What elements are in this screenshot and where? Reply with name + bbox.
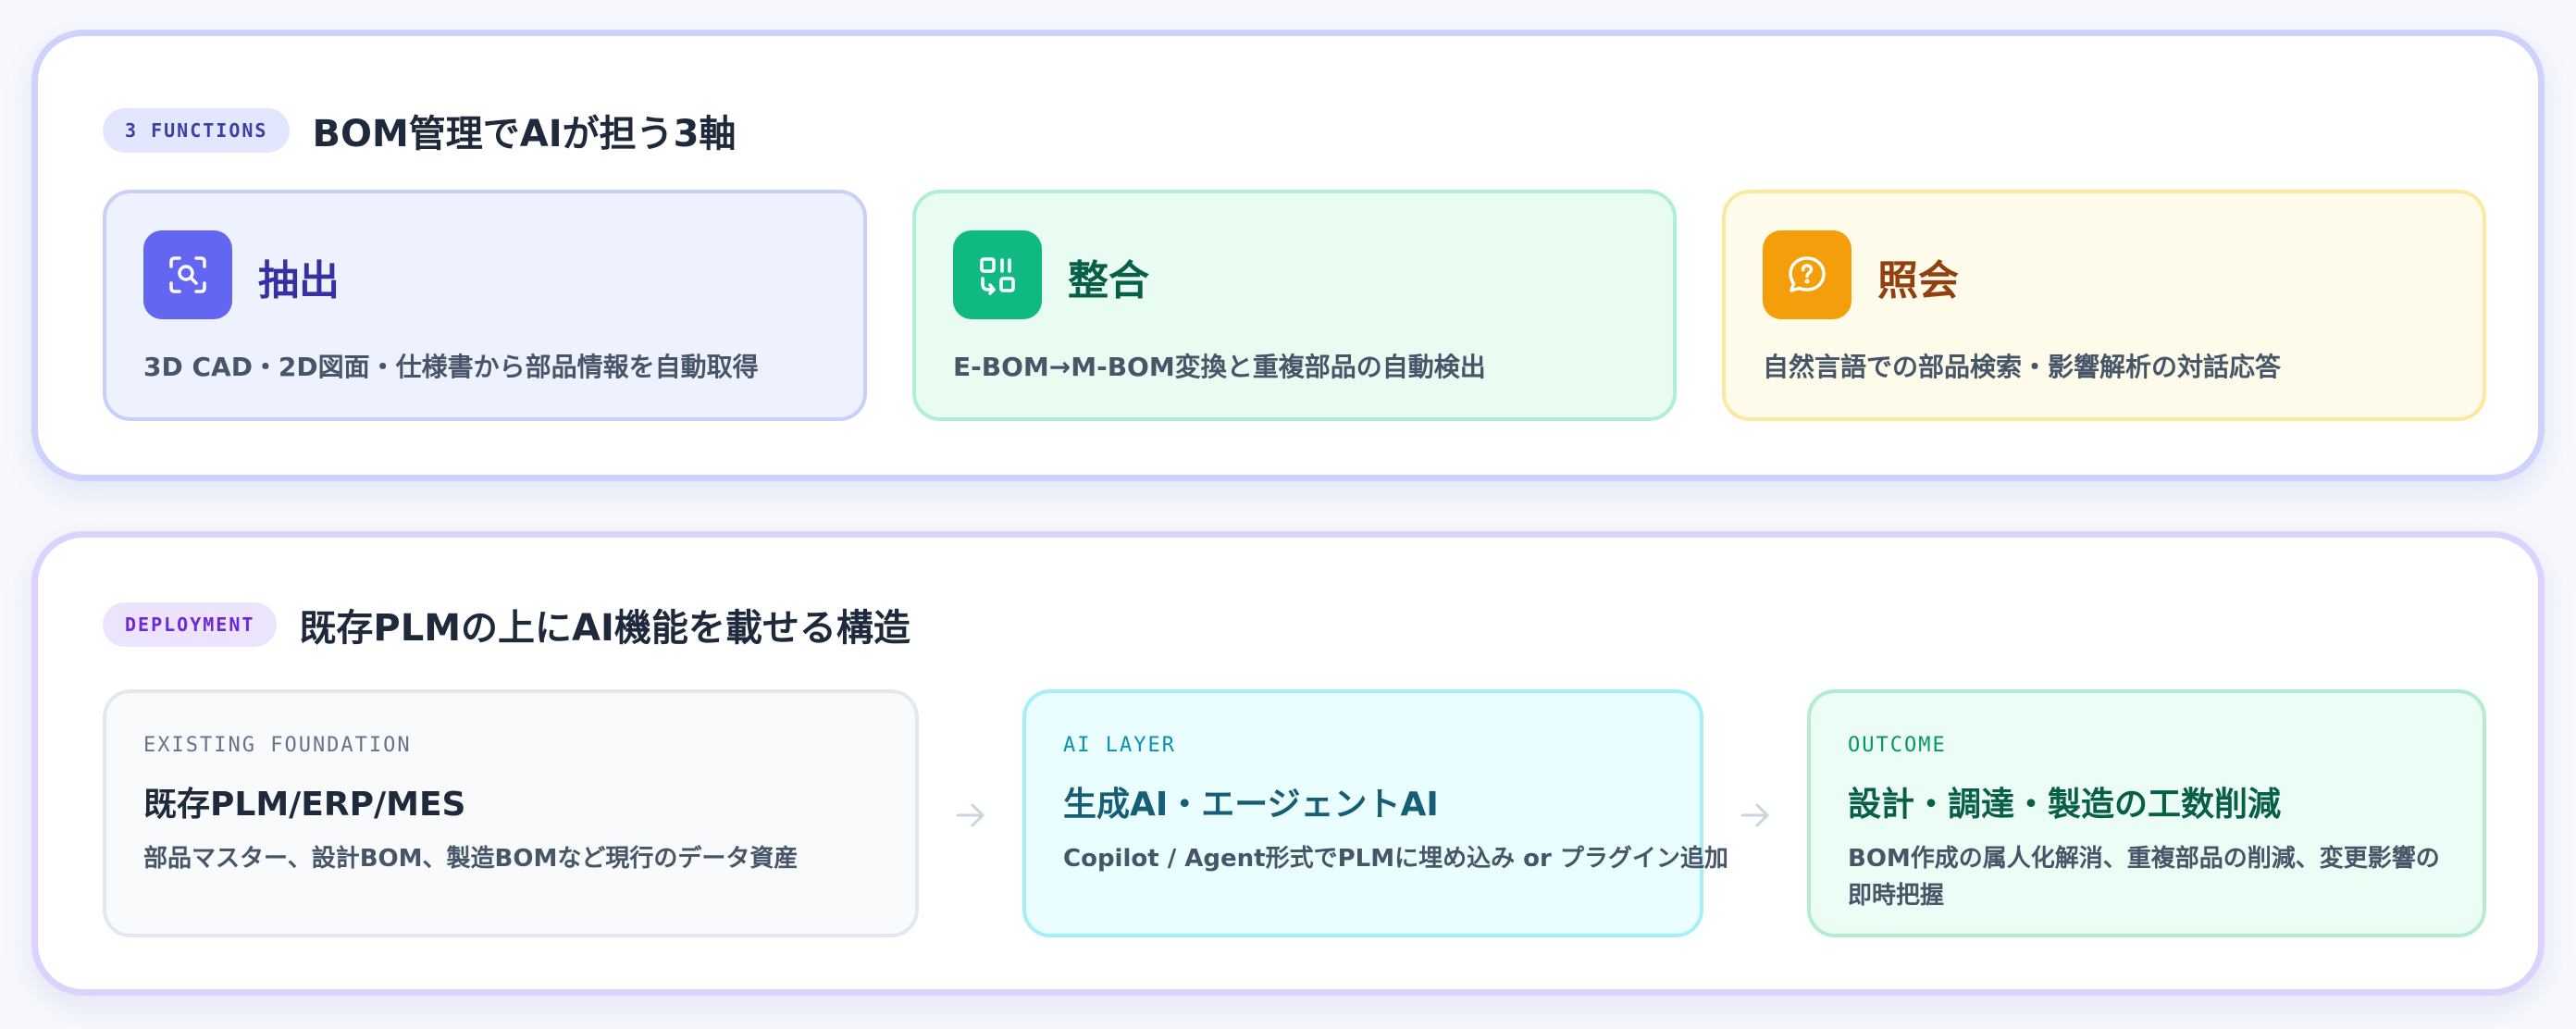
functions-heading: BOM管理でAIが担う3軸 [312, 113, 737, 155]
card-description: Copilot / Agent形式でPLMに埋め込み or プラグイン追加 [1063, 845, 1728, 873]
function-title: 抽出 [258, 257, 340, 304]
card-label: AI LAYER [1063, 734, 1176, 757]
card-title: 設計・調達・製造の工数削減 [1848, 786, 2282, 824]
scan-search-icon [143, 230, 232, 319]
function-card-extract: 抽出 3D CAD・2D図面・仕様書から部品情報を自動取得 [103, 190, 867, 421]
deployment-card-ai-layer: AI LAYER 生成AI・エージェントAI Copilot / Agent形式… [1022, 689, 1728, 937]
function-card-inquiry: 照会 自然言語での部品検索・影響解析の対話応答 [1722, 190, 2486, 421]
deployment-heading: 既存PLMの上にAI機能を載せる構造 [299, 607, 910, 650]
card-label: EXISTING FOUNDATION [143, 734, 412, 757]
function-card-reconcile: 整合 E-BOM→M-BOM変換と重複部品の自動検出 [912, 190, 1677, 421]
function-description: E-BOM→M-BOM変換と重複部品の自動検出 [953, 352, 1486, 382]
deployment-card-foundation: EXISTING FOUNDATION 既存PLM/ERP/MES 部品マスター… [103, 689, 919, 937]
deployment-card-outcome: OUTCOME 設計・調達・製造の工数削減 BOM作成の属人化解消、重複部品の削… [1807, 689, 2486, 937]
function-title: 照会 [1877, 257, 1959, 304]
qr-scan-icon [953, 230, 1042, 319]
card-title: 既存PLM/ERP/MES [143, 786, 466, 824]
arrow-right-icon [1740, 803, 1769, 827]
function-title: 整合 [1068, 257, 1149, 304]
deployment-header: DEPLOYMENT 既存PLMの上にAI機能を載せる構造 [103, 597, 910, 652]
arrow-right-icon [956, 803, 985, 827]
deployment-section: DEPLOYMENT 既存PLMの上にAI機能を載せる構造 EXISTING F… [31, 531, 2545, 996]
card-description: BOM作成の属人化解消、重複部品の削減、変更影響の即時把握 [1848, 845, 2440, 910]
function-description: 自然言語での部品検索・影響解析の対話応答 [1763, 352, 2282, 382]
functions-header: 3 FUNCTIONS BOM管理でAIが担う3軸 [103, 103, 736, 158]
functions-section: 3 FUNCTIONS BOM管理でAIが担う3軸 抽出 3D CAD・2D図面… [31, 30, 2545, 481]
function-description: 3D CAD・2D図面・仕様書から部品情報を自動取得 [143, 352, 759, 382]
deployment-pill: DEPLOYMENT [103, 602, 278, 647]
card-label: OUTCOME [1848, 734, 1947, 757]
help-chat-icon [1763, 230, 1852, 319]
card-title: 生成AI・エージェントAI [1063, 786, 1439, 824]
card-description: 部品マスター、設計BOM、製造BOMなど現行のデータ資産 [143, 845, 799, 873]
functions-pill: 3 FUNCTIONS [103, 108, 291, 153]
